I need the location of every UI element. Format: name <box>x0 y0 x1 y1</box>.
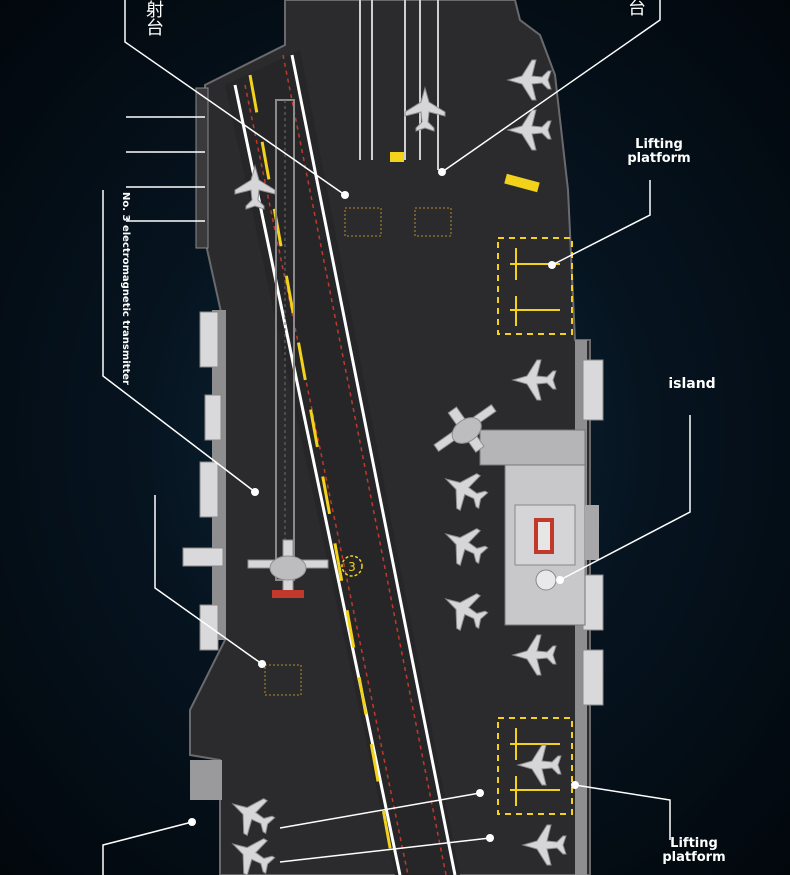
callout-line-top-right <box>441 0 661 173</box>
deck-number-marker: 3 <box>341 555 363 577</box>
right-side-equipment <box>582 359 604 706</box>
callout-line-top-left <box>124 0 346 196</box>
callout-lines <box>102 0 691 875</box>
label-lifting-platform-lower: Lifting platform <box>662 836 726 865</box>
callout-dots <box>188 168 579 842</box>
label-top-left-cjk: 射台 <box>143 0 164 36</box>
callout-line-aft-b <box>279 837 491 863</box>
lifting-platform-upper <box>497 237 573 335</box>
catapult-tracks <box>275 0 540 581</box>
label-transmitter: No. 3 electromagnetic transmitter <box>120 192 131 385</box>
callout-line-island <box>559 415 691 581</box>
callout-line-lift-upper <box>551 180 651 266</box>
island-superstructure <box>479 429 599 626</box>
deck-number-text: 3 <box>348 560 356 574</box>
callout-line-left-mid <box>154 495 263 665</box>
label-island: island <box>668 376 716 392</box>
callout-line-left-low <box>102 821 193 875</box>
label-top-right-cjk: 台 <box>628 0 646 19</box>
deck-vents <box>264 207 452 696</box>
lifting-platform-lower <box>497 717 573 815</box>
aircraft-group <box>222 59 567 875</box>
label-lifting-platform-upper: Lifting platform <box>627 137 691 166</box>
callout-line-aft-a <box>279 792 481 829</box>
callout-line-transmitter <box>102 190 256 493</box>
left-side-equipment <box>182 87 224 651</box>
angled-runway <box>225 50 460 875</box>
callout-line-lift-lower <box>574 784 671 840</box>
